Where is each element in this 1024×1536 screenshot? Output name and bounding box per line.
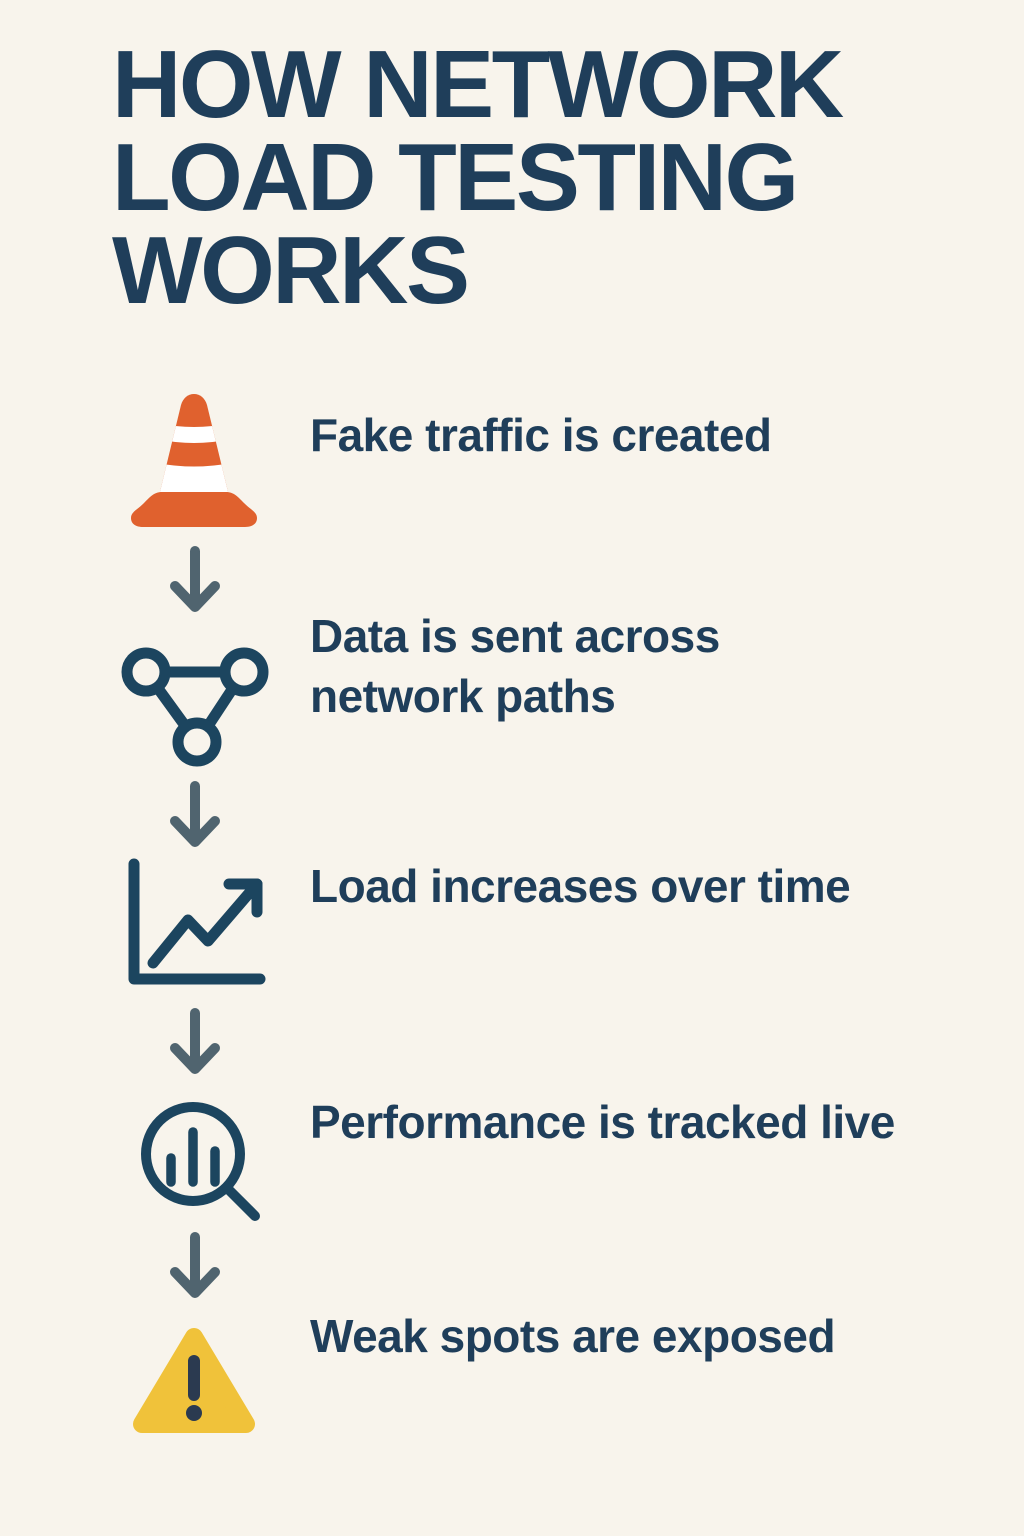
page-title-line-3: WORKS: [112, 217, 470, 324]
warning-triangle-icon: [131, 1324, 257, 1442]
step-label-fake-traffic: Fake traffic is created: [310, 409, 772, 461]
flow-arrow-down-icon: [165, 1008, 225, 1084]
step-label-weak-spots: Weak spots are exposed: [310, 1310, 836, 1362]
step-label-performance-tracked: Performance is tracked live: [310, 1096, 895, 1148]
network-paths-icon: [119, 645, 271, 767]
page-title-line-2: LOAD TESTING: [112, 124, 799, 231]
step-label-load-increases: Load increases over time: [310, 860, 851, 912]
flow-arrow-down-icon: [165, 1232, 225, 1308]
step-label-data-sent: Data is sent across network paths: [310, 610, 720, 722]
flow-arrow-down-icon: [165, 781, 225, 857]
magnifier-bar-chart-icon: [132, 1092, 270, 1232]
flow-arrow-down-icon: [165, 546, 225, 622]
page-title: HOW NETWORK LOAD TESTING WORKS: [112, 31, 844, 324]
page-title-line-1: HOW NETWORK: [112, 31, 844, 138]
traffic-cone-icon: [126, 390, 262, 532]
line-chart-increase-icon: [124, 858, 266, 990]
